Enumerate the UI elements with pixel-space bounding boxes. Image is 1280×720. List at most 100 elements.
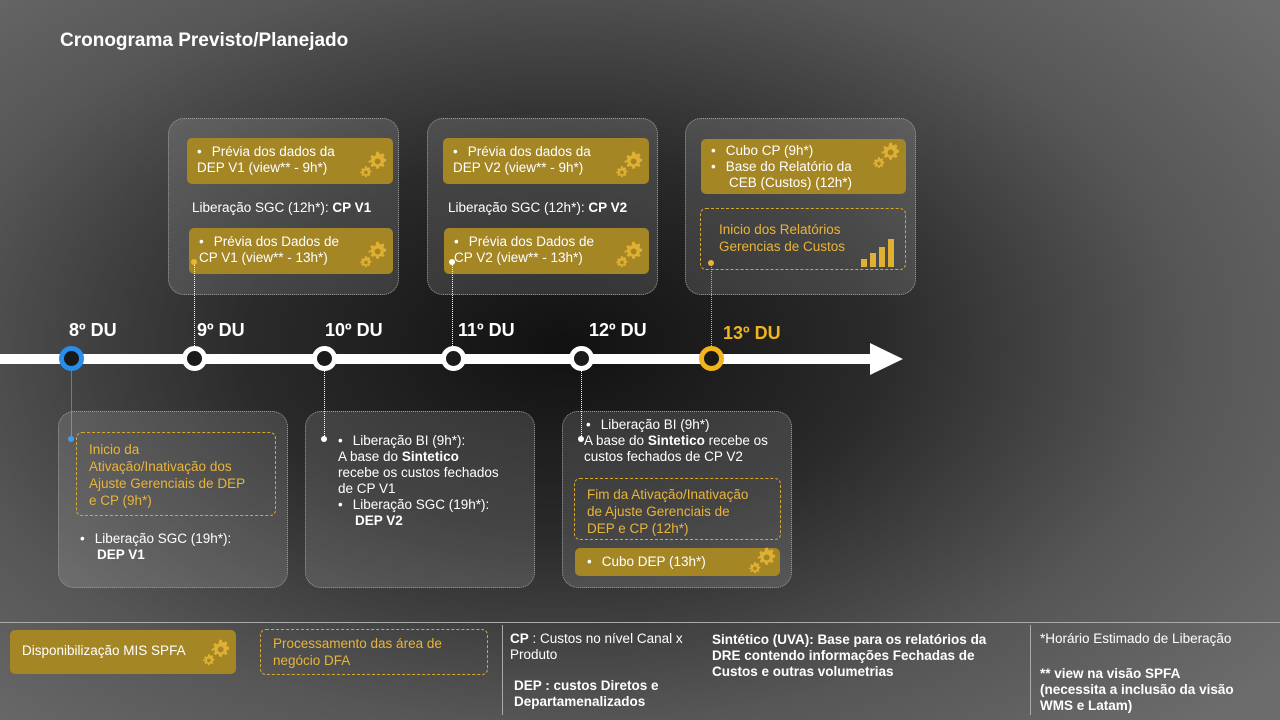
box-line: Prévia dos Dados de: [468, 234, 595, 249]
connector: [711, 264, 712, 354]
legend-sintetico-line: DRE contendo informações Fechadas de: [712, 648, 975, 663]
box-line: Base do Relatório da: [725, 159, 852, 174]
line-text: custos fechados de CP V2: [584, 449, 743, 464]
legend-sintetico-line: Custos e outras volumetrias: [712, 664, 894, 679]
legend-cp-text: : Custos no nível Canal x: [528, 631, 683, 646]
box-line: Ativação/Inativação dos: [89, 459, 232, 474]
gears-icon: [749, 547, 776, 574]
connector: [324, 366, 325, 438]
node-13du: [699, 346, 724, 371]
mid-bold: CP V1: [332, 200, 372, 215]
legend-note-line: WMS e Latam): [1040, 698, 1133, 713]
line-text: recebe os: [704, 433, 768, 448]
box-line: DEP V2 (view** - 9h*): [453, 160, 584, 175]
node-11du: [441, 346, 466, 371]
bar-chart-icon: [861, 239, 894, 267]
legend-cp: CP : Custos no nível Canal x Produto: [510, 631, 705, 663]
timeline-arrowhead: [870, 343, 903, 375]
line-text: A base do: [584, 433, 648, 448]
connector-dot: [708, 260, 714, 266]
du-label-13: 13º DU: [723, 323, 781, 343]
box-line: Inicio da: [89, 442, 140, 457]
box-cubo-cp: Cubo CP (9h*) Base do Relatório da CEB (…: [701, 139, 906, 194]
legend-dep-line: DEP : custos Diretos e: [514, 678, 659, 693]
connector: [71, 366, 72, 438]
legend-note-line: (necessita a inclusão da visão: [1040, 682, 1234, 697]
item-bold: DEP V2: [355, 513, 403, 528]
box-fim-ativacao: Fim da Ativação/Inativação de Ajuste Ger…: [574, 478, 781, 540]
box-line: Prévia dos dados da: [211, 144, 335, 159]
box-line: Prévia dos Dados de: [213, 234, 340, 249]
box-inicio-relatorios: Inicio dos Relatórios Gerencias de Custo…: [700, 208, 906, 270]
liberacao-bi-cp-v1: Liberação BI (9h*): A base do Sintetico …: [338, 433, 528, 529]
box-line: Gerencias de Custos: [719, 239, 846, 254]
box-inicio-ativacao: Inicio da Ativação/Inativação dos Ajuste…: [76, 432, 276, 516]
box-line: Fim da Ativação/Inativação: [587, 487, 749, 502]
gears-icon: [203, 639, 230, 666]
box-cubo-dep: Cubo DEP (13h*): [575, 547, 780, 576]
legend-cp-bold: CP: [510, 631, 529, 646]
item-text: Liberação BI (9h*):: [352, 433, 466, 448]
gears-icon: [616, 241, 643, 268]
timeline-line: [0, 354, 872, 364]
connector-dot: [191, 259, 197, 265]
du-label-8: 8º DU: [69, 320, 117, 340]
line-text: recebe os custos fechados: [338, 465, 499, 480]
legend-sintetico-line: Sintético (UVA): Base para os relatórios…: [712, 632, 987, 647]
legend-outline-label: negócio DFA: [273, 653, 351, 668]
mid-text: Liberação SGC (12h*):: [192, 200, 333, 215]
gears-icon: [360, 241, 387, 268]
line-text: A base do: [338, 449, 402, 464]
du-label-12: 12º DU: [589, 320, 647, 340]
box-line: DEP V1 (view** - 9h*): [197, 160, 328, 175]
legend-sintetico: Sintético (UVA): Base para os relatórios…: [712, 632, 1022, 680]
box-line: Cubo DEP (13h*): [601, 554, 706, 569]
box-line: CEB (Custos) (12h*): [729, 175, 853, 190]
mid-bold: CP V2: [588, 200, 628, 215]
legend-separator: [1030, 625, 1031, 715]
liberacao-bi-cp-v2: Liberação BI (9h*) A base do Sintetico r…: [584, 417, 789, 465]
box-line: CP V2 (view** - 13h*): [454, 250, 583, 265]
panel-8du-bottom: [58, 411, 288, 588]
box-previa-dep-v2: Prévia dos dados da DEP V2 (view** - 9h*…: [443, 138, 649, 184]
legend-dep: DEP : custos Diretos e Departamenalizado…: [514, 678, 659, 710]
gears-icon: [873, 142, 900, 169]
legend-dep-line: Departamenalizados: [514, 694, 646, 709]
box-line: e CP (9h*): [89, 493, 152, 508]
connector: [581, 366, 582, 438]
legend-note-2: ** view na visão SPFA (necessita a inclu…: [1040, 666, 1275, 714]
line-bold: Sintetico: [647, 433, 705, 448]
item-text: Liberação SGC (19h*):: [352, 497, 490, 512]
connector: [194, 262, 195, 354]
box-previa-dep-v1: Prévia dos dados da DEP V1 (view** - 9h*…: [187, 138, 393, 184]
connector-dot: [68, 436, 74, 442]
item-bold: DEP V1: [97, 547, 145, 562]
legend-separator: [502, 625, 503, 715]
legend-outline-label: Processamento das área de: [273, 636, 442, 651]
connector-dot: [449, 259, 455, 265]
box-previa-cp-v1: Prévia dos Dados de CP V1 (view** - 13h*…: [189, 228, 393, 274]
line-text: de CP V1: [338, 481, 396, 496]
item-text: Liberação SGC (19h*):: [94, 531, 232, 546]
box-line: Prévia dos dados da: [467, 144, 591, 159]
box-line: CP V1 (view** - 13h*): [199, 250, 328, 265]
du-label-11: 11º DU: [458, 320, 515, 340]
legend-note-line: ** view na visão SPFA: [1040, 666, 1181, 681]
legend-outline-box: Processamento das área de negócio DFA: [260, 629, 488, 675]
box-line: Ajuste Gerenciais de DEP: [89, 476, 246, 491]
box-line: DEP e CP (12h*): [587, 521, 689, 536]
legend-gold-box: Disponibilização MIS SPFA: [10, 630, 236, 674]
gears-icon: [360, 151, 387, 178]
liberacao-sgc-cp-v2: Liberação SGC (12h*): CP V2: [448, 200, 627, 216]
page-title: Cronograma Previsto/Planejado: [60, 30, 349, 51]
legend-cp-text: Produto: [510, 647, 558, 662]
box-line: Cubo CP (9h*): [725, 143, 814, 158]
mid-text: Liberação SGC (12h*):: [448, 200, 589, 215]
connector: [452, 262, 453, 354]
item-text: Liberação BI (9h*): [600, 417, 710, 432]
legend-divider: [0, 622, 1280, 623]
node-9du: [182, 346, 207, 371]
liberacao-sgc-dep-v1: Liberação SGC (19h*): DEP V1: [80, 531, 232, 563]
du-label-10: 10º DU: [325, 320, 383, 340]
box-line: Inicio dos Relatórios: [719, 222, 841, 237]
